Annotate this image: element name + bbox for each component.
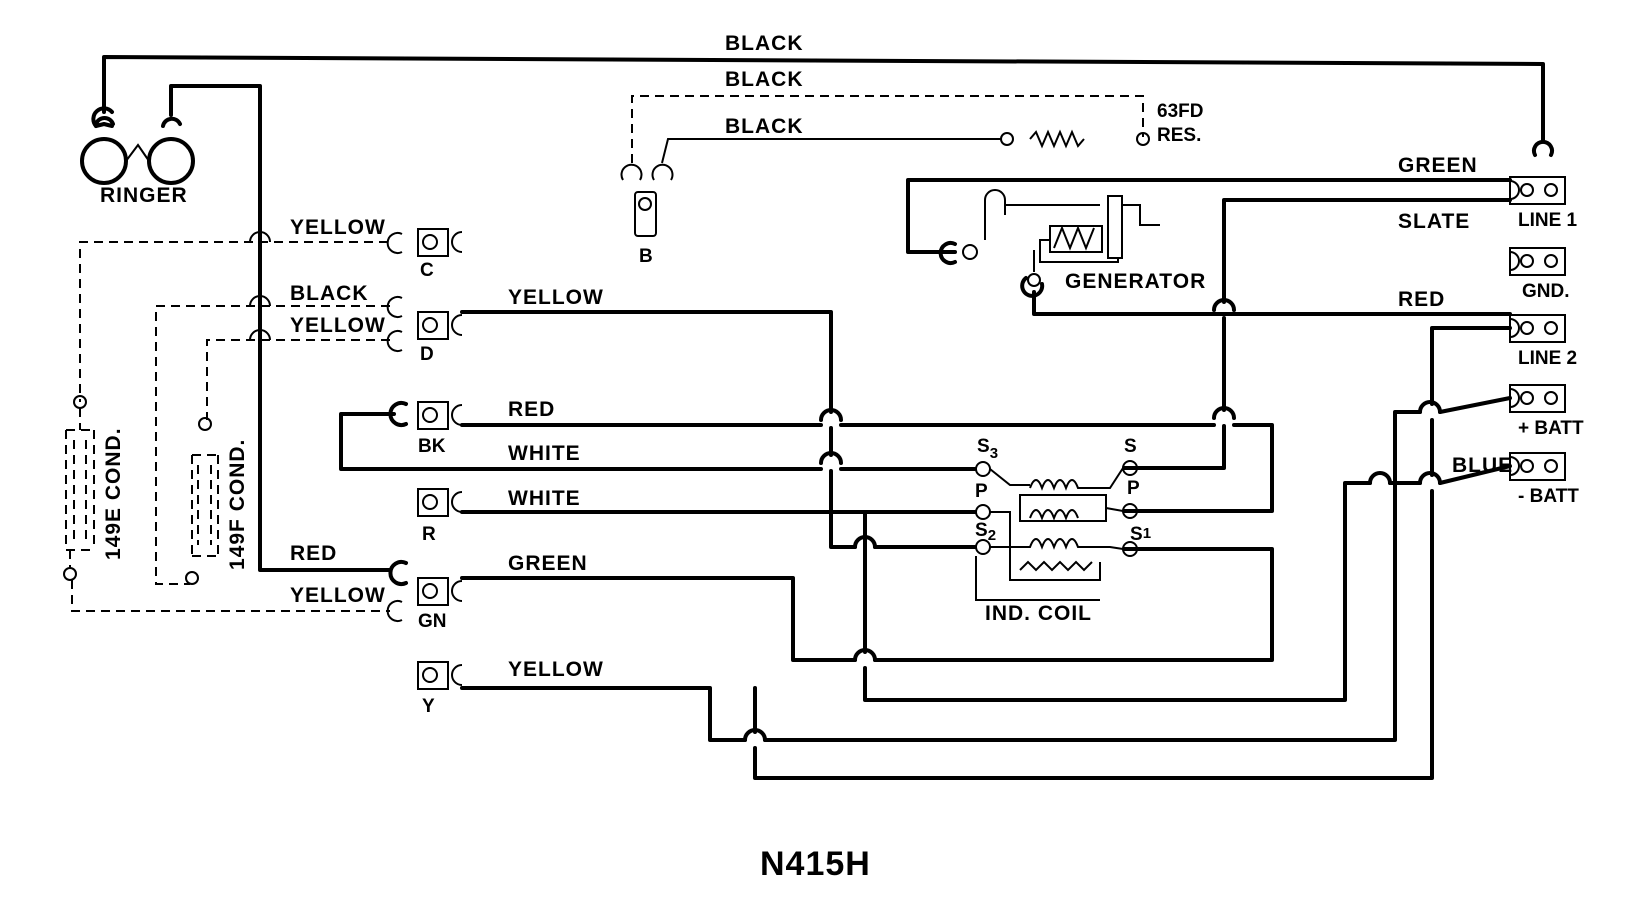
red-wire-bk: [460, 423, 1274, 513]
ind-coil-loop: [863, 464, 1512, 702]
label-terminal-gn: GN: [418, 611, 447, 632]
label-white-r: WHITE: [508, 487, 581, 510]
label-red-gn: RED: [290, 542, 337, 565]
label-terminal-c: C: [420, 260, 434, 281]
label-yellow-c: YELLOW: [290, 216, 386, 239]
terminal-plus-batt: [1509, 384, 1566, 413]
label-green-gn: GREEN: [508, 552, 588, 575]
terminal-labels: C D BK R GN Y LINE 1 GND. LINE 2 + BATT …: [418, 210, 1584, 717]
label-red-bk: RED: [508, 398, 555, 421]
label-b: B: [639, 246, 653, 267]
label-black-mid: BLACK: [725, 68, 804, 91]
label-blue-batt: BLUE: [1452, 454, 1513, 477]
label-ringer: RINGER: [100, 184, 188, 207]
label-s-right: S: [1124, 436, 1137, 457]
label-red-line: RED: [1398, 288, 1445, 311]
wire-crossings-left: [249, 231, 271, 341]
label-black-res: BLACK: [725, 115, 804, 138]
label-s1-sub: 1: [1143, 525, 1151, 542]
coil-terminal-labels: S3 P S2 S P S1: [975, 436, 1151, 545]
label-white-bk: WHITE: [508, 442, 581, 465]
label-yellow-d: YELLOW: [290, 314, 386, 337]
label-s3: S3: [977, 436, 998, 462]
label-green-line: GREEN: [1398, 154, 1478, 177]
wire-labels: BLACK BLACK BLACK YELLOW BLACK YELLOW YE…: [290, 32, 1513, 681]
ringer: [80, 84, 392, 572]
terminal-c: [386, 228, 463, 257]
terminal-gnd: [1509, 247, 1566, 276]
terminal-line2: [1509, 314, 1566, 343]
line2-wire: [753, 326, 1512, 780]
label-terminal-r: R: [422, 524, 436, 545]
label-ind-coil: IND. COIL: [985, 602, 1092, 625]
label-yellow-gn: YELLOW: [290, 584, 386, 607]
label-line1: LINE 1: [1518, 210, 1578, 231]
label-black-top: BLACK: [725, 32, 804, 55]
terminal-d: [386, 296, 463, 352]
label-gnd: GND.: [1522, 281, 1570, 302]
terminal-y: [417, 661, 463, 690]
condenser-149e: [63, 241, 390, 612]
slate-wire: [1122, 198, 1512, 470]
resistor-branch: [620, 95, 1150, 237]
label-terminal-d: D: [420, 344, 434, 365]
label-p-right: P: [1127, 478, 1140, 499]
label-p-left: P: [975, 481, 988, 502]
terminal-gn: [386, 560, 463, 622]
terminal-minus-batt: [1509, 452, 1566, 481]
induction-coil: [975, 460, 1138, 601]
label-cond-e: 149E COND.: [102, 427, 125, 560]
white-wire-bk: [339, 412, 977, 471]
terminal-bk: [388, 401, 463, 430]
label-slate-line: SLATE: [1398, 210, 1470, 233]
label-res-suffix: RES.: [1157, 125, 1201, 146]
diagram-caption: N415H: [760, 845, 871, 883]
label-plus-batt: + BATT: [1518, 418, 1584, 439]
label-minus-batt: - BATT: [1518, 486, 1579, 507]
component-labels: RINGER GENERATOR IND. COIL 63FD RES. B 1…: [100, 101, 1206, 625]
label-cond-f: 149F COND.: [226, 439, 249, 570]
label-s2-sub: 2: [988, 527, 996, 544]
terminal-line1: [1509, 176, 1566, 205]
label-generator: GENERATOR: [1065, 270, 1206, 293]
label-res-name: 63FD: [1157, 101, 1203, 122]
label-yellow-y: YELLOW: [508, 658, 604, 681]
label-line2: LINE 2: [1518, 348, 1577, 369]
condenser-149f: [155, 305, 390, 585]
label-terminal-bk: BK: [418, 436, 446, 457]
label-s2: S2: [975, 520, 996, 544]
label-s3-sub: 3: [990, 445, 998, 462]
label-s1: S1: [1130, 524, 1151, 545]
terminal-r: [417, 488, 463, 517]
label-yellow-d-out: YELLOW: [508, 286, 604, 309]
top-black-wire: [91, 55, 1554, 157]
label-black-d: BLACK: [290, 282, 369, 305]
label-terminal-y: Y: [422, 696, 435, 717]
generator: [906, 178, 1512, 316]
